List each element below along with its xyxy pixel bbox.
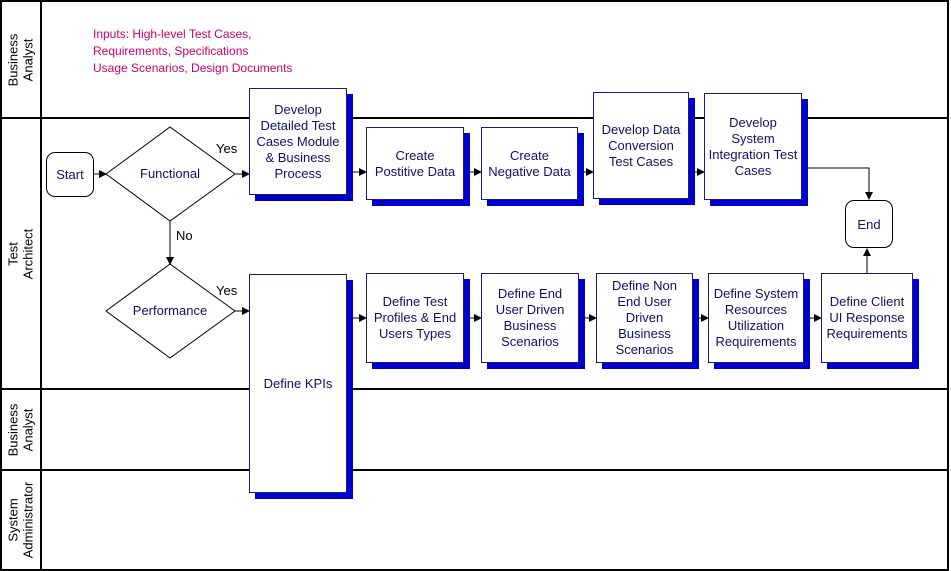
lane-system-administrator [0, 469, 947, 571]
define-non-end-user-scenarios-box: Define Non End User Driven Business Scen… [596, 273, 693, 363]
performance-decision-shape [105, 263, 236, 359]
create-positive-data-box: Create Postitive Data [366, 127, 464, 200]
inputs-line-3: Usage Scenarios, Design Documents [93, 61, 293, 75]
define-client-ui-box: Define Client UI Response Requirements [821, 273, 913, 363]
edge-label-no-functional: No [176, 228, 193, 243]
define-test-profiles-box: Define Test Profiles & End Users Types [366, 273, 464, 363]
lane-business-analyst-bottom [0, 388, 947, 470]
define-kpis-box: Define KPIs [249, 274, 347, 493]
develop-detailed-test-cases-box: Develop Detailed Test Cases Module & Bus… [249, 88, 347, 195]
end-node: End [845, 200, 893, 248]
edge-label-yes-functional: Yes [216, 141, 238, 156]
edge-integration-end [807, 167, 873, 200]
functional-decision-label: Functional [140, 166, 200, 181]
define-end-user-scenarios-box: Define End User Driven Business Scenario… [481, 273, 579, 363]
create-negative-data-box: Create Negative Data [481, 127, 578, 200]
develop-system-integration-box: Develop System Integration Test Cases [704, 93, 802, 200]
inputs-line-1: Inputs: High-level Test Cases, [93, 27, 252, 41]
inputs-note: Inputs: High-level Test Cases, Requireme… [93, 26, 292, 77]
edge-label-yes-performance: Yes [216, 283, 238, 298]
lane-test-architect [0, 117, 947, 389]
define-system-resources-box: Define System Resources Utilization Requ… [708, 273, 804, 363]
inputs-line-2: Requirements, Specifications [93, 44, 249, 58]
develop-data-conversion-box: Develop Data Conversion Test Cases [593, 92, 689, 199]
lane-divider-column [40, 0, 42, 571]
performance-decision-label: Performance [132, 303, 208, 318]
start-node: Start [46, 152, 94, 197]
